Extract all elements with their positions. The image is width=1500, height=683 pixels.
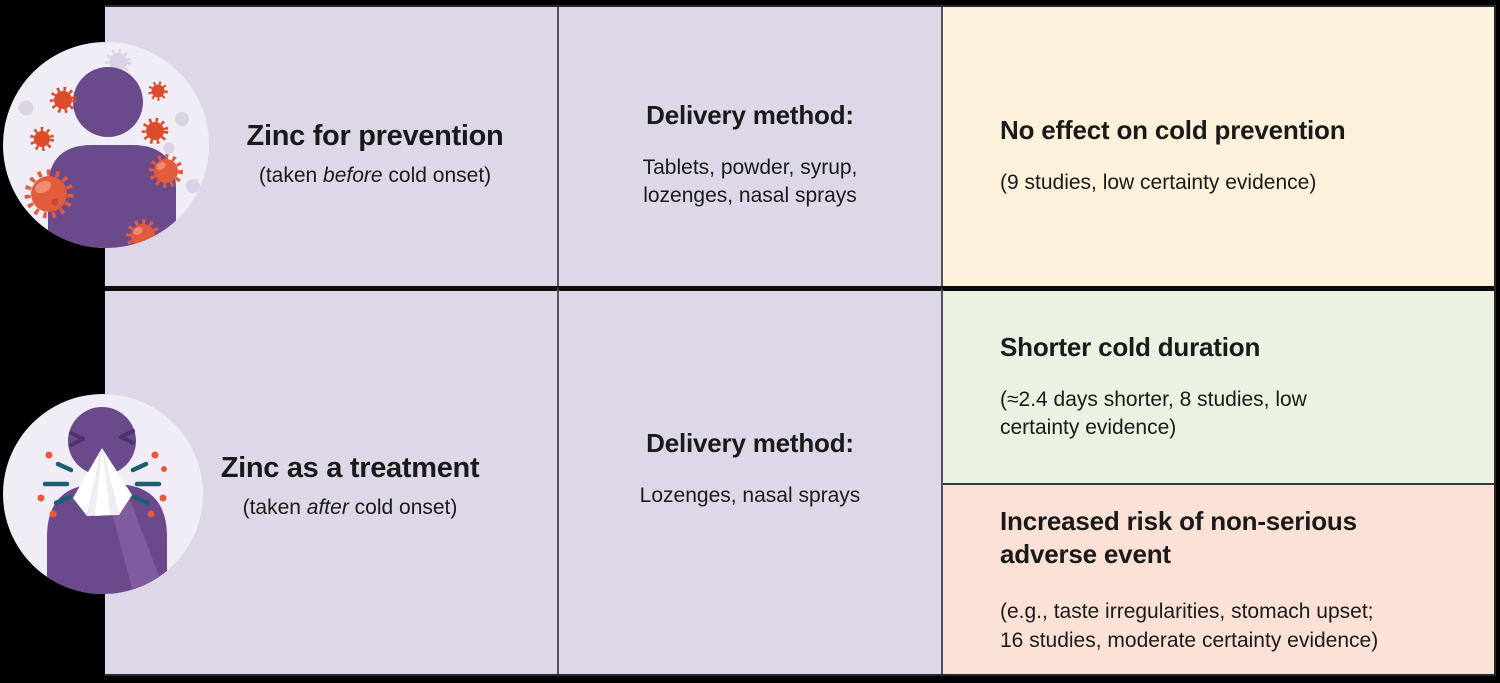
outcome-detail: (9 studies, low certainty evidence) xyxy=(1000,170,1317,194)
row-subtitle: (taken before cold onset) xyxy=(258,163,492,187)
sneezing-person-icon xyxy=(3,394,203,594)
delivery-text-block: Delivery method: Tablets, powder, syrup,… xyxy=(559,99,941,211)
outcome-title: No effect on cold prevention xyxy=(1000,115,1346,145)
row-subtitle: (taken after cold onset) xyxy=(242,495,458,519)
outcome-title: Shorter cold duration xyxy=(1000,332,1261,362)
prevention-text-block: Zinc for prevention (taken before cold o… xyxy=(235,119,515,189)
delivery-methods: Lozenges, nasal sprays xyxy=(639,483,861,507)
delivery-text-block: Delivery method: Lozenges, nasal sprays xyxy=(559,427,941,510)
zinc-results-table: Zinc for prevention (taken before cold o… xyxy=(105,5,1496,676)
cell-treatment-delivery: Delivery method: Lozenges, nasal sprays xyxy=(557,286,941,674)
cell-prevention-outcome: No effect on cold prevention (9 studies,… xyxy=(941,7,1494,286)
delivery-methods: Tablets, powder, syrup, lozenges, nasal … xyxy=(642,155,858,208)
sneeze-marks xyxy=(37,451,167,518)
treatment-text-block: Zinc as a treatment (taken after cold on… xyxy=(210,451,490,521)
tissue xyxy=(73,448,132,516)
cell-prevention-delivery: Delivery method: Tablets, powder, syrup,… xyxy=(557,7,941,286)
outcome-adverse-events: Increased risk of non-serious adverse ev… xyxy=(943,483,1494,674)
cell-treatment-label: Zinc as a treatment (taken after cold on… xyxy=(105,286,557,674)
row-title: Zinc for prevention xyxy=(246,120,504,152)
person-with-viruses-icon xyxy=(3,42,209,248)
person-silhouette xyxy=(47,407,168,594)
virus-particles xyxy=(24,81,183,248)
outcome-detail: (≈2.4 days shorter, 8 studies, low certa… xyxy=(1000,387,1307,440)
outcome-shorter-duration: Shorter cold duration (≈2.4 days shorter… xyxy=(943,291,1494,483)
outcome-detail: (e.g., taste irregularities, stomach ups… xyxy=(1000,600,1379,652)
delivery-heading: Delivery method: xyxy=(646,100,854,130)
row-title: Zinc as a treatment xyxy=(220,452,480,484)
cell-prevention-label: Zinc for prevention (taken before cold o… xyxy=(105,7,557,286)
outcome-title: Increased risk of non-serious adverse ev… xyxy=(1000,506,1357,569)
closed-eyes xyxy=(69,429,135,447)
delivery-heading: Delivery method: xyxy=(646,428,854,458)
cell-treatment-outcomes: Shorter cold duration (≈2.4 days shorter… xyxy=(941,286,1494,674)
